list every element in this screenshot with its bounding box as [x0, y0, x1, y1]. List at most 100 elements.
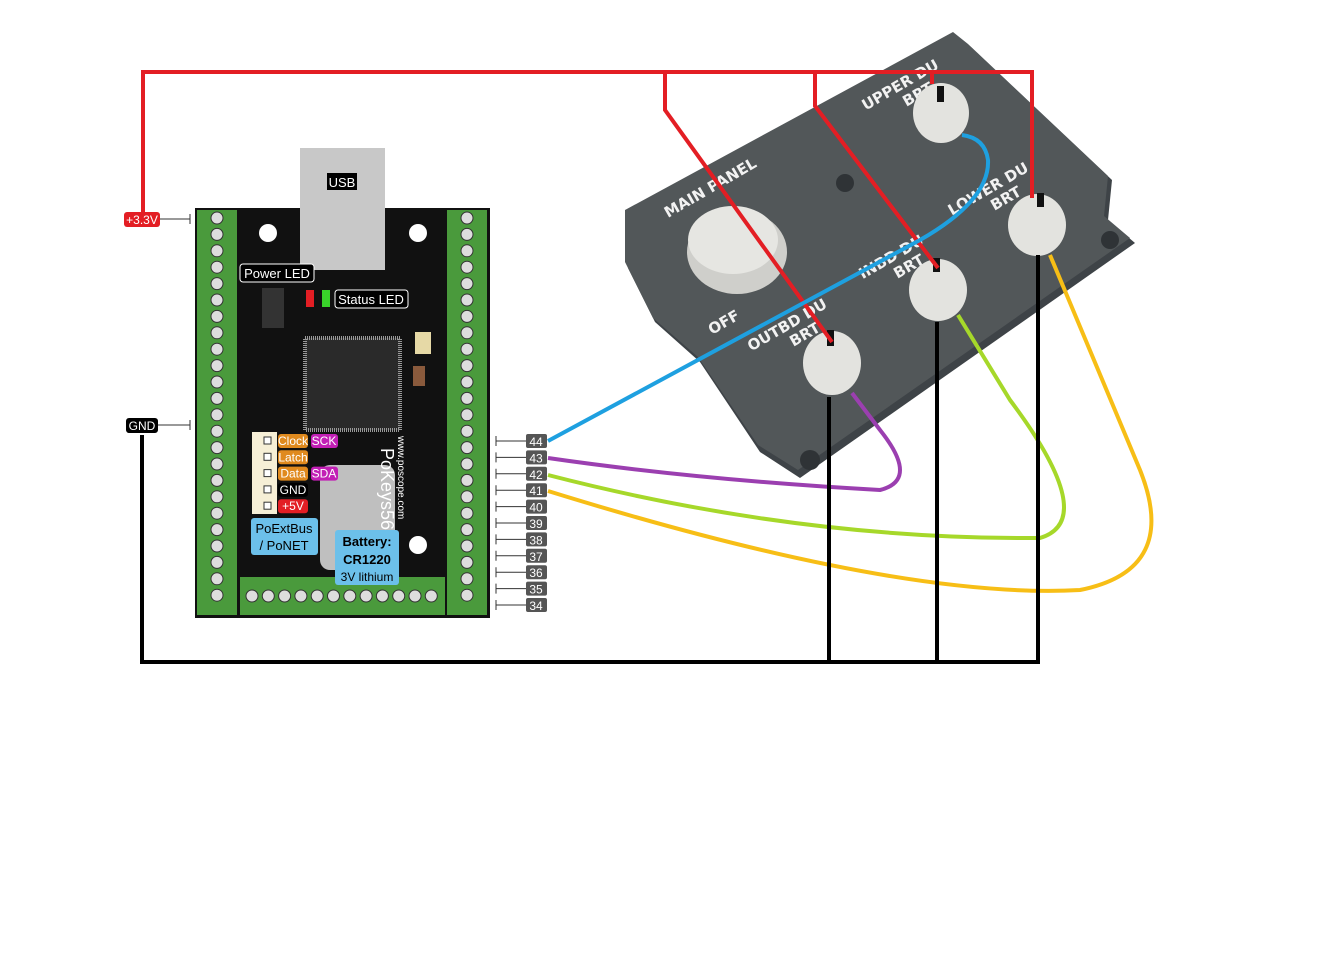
- terminal-screw: [460, 424, 474, 438]
- terminal-screw: [460, 211, 474, 225]
- terminal-screw: [460, 588, 474, 602]
- terminal-screw: [210, 408, 224, 422]
- purple-wire-43: [547, 391, 902, 493]
- poextbus-label: PoExtBus: [255, 521, 313, 536]
- terminal-screw: [460, 490, 474, 504]
- connector-pin-alt-label: SDA: [312, 467, 337, 481]
- red-wire-3v3: [141, 70, 1034, 213]
- terminal-screw: [460, 572, 474, 586]
- terminal-screw: [210, 555, 224, 569]
- terminal-screw: [460, 359, 474, 373]
- terminal-screw: [245, 589, 259, 603]
- terminal-screw: [210, 244, 224, 258]
- terminal-screw: [210, 473, 224, 487]
- connector-pin-alt-label: SCK: [312, 434, 337, 448]
- screw-icon: [836, 174, 854, 192]
- terminal-screw: [460, 277, 474, 291]
- lower-du-knob[interactable]: [1008, 193, 1066, 256]
- board-name: PoKeys56U: [377, 448, 397, 543]
- connector-pin-label: +5V: [282, 499, 304, 513]
- pin-label: 42: [529, 468, 543, 482]
- terminal-screw: [460, 260, 474, 274]
- terminal-screw: [210, 260, 224, 274]
- overhead-panel: MAIN PANEL OFF UPPER DU BRT LOWER DU BRT…: [625, 32, 1135, 478]
- terminal-screw: [210, 572, 224, 586]
- terminal-screw: [460, 441, 474, 455]
- terminal-screw: [210, 523, 224, 537]
- terminal-screw: [210, 539, 224, 553]
- pin-label: 36: [529, 566, 543, 580]
- battery-type: CR1220: [343, 552, 391, 567]
- screw-icon: [1101, 231, 1119, 249]
- terminal-screw: [210, 490, 224, 504]
- terminal-screw: [375, 589, 389, 603]
- board-url: www.poscope.com: [395, 435, 406, 519]
- ponet-label: / PoNET: [259, 538, 308, 553]
- terminal-screw: [460, 473, 474, 487]
- pin-label: 34: [529, 599, 543, 613]
- terminal-screw: [210, 424, 224, 438]
- green-wire-42: [547, 313, 1066, 541]
- status-led: [322, 290, 330, 307]
- terminal-screw: [460, 555, 474, 569]
- terminal-screw: [210, 441, 224, 455]
- battery-label: Battery:: [342, 534, 391, 549]
- upper-du-knob[interactable]: [913, 83, 969, 143]
- pin-label: 37: [529, 550, 543, 564]
- terminal-screw: [261, 589, 275, 603]
- terminal-screw: [460, 293, 474, 307]
- terminal-screw: [424, 589, 438, 603]
- pin-label: 35: [529, 583, 543, 597]
- pin-label: 38: [529, 533, 543, 547]
- terminal-screw: [343, 589, 357, 603]
- terminal-screw: [408, 589, 422, 603]
- terminal-screw: [460, 326, 474, 340]
- terminal-screw: [210, 342, 224, 356]
- terminal-screw: [294, 589, 308, 603]
- red-wire-inbd: [813, 72, 940, 270]
- status-led-label: Status LED: [338, 292, 404, 307]
- yellow-wire-41: [547, 254, 1154, 593]
- terminal-screw: [210, 391, 224, 405]
- terminal-screw: [210, 588, 224, 602]
- red-wire-outbd: [663, 72, 834, 344]
- microcontroller-chip: [303, 336, 402, 432]
- terminal-screw: [460, 342, 474, 356]
- connector-pin-label: Latch: [278, 450, 307, 464]
- terminal-screw: [210, 326, 224, 340]
- terminal-screw: [210, 293, 224, 307]
- usb-connector: [300, 148, 385, 270]
- terminal-screw: [210, 227, 224, 241]
- usb-label: USB: [329, 175, 356, 190]
- terminal-screw: [210, 375, 224, 389]
- terminal-screw: [460, 227, 474, 241]
- terminal-screw: [327, 589, 340, 603]
- connector-pin-label: Data: [280, 467, 306, 481]
- terminal-screw: [210, 309, 224, 323]
- battery-spec: 3V lithium: [341, 570, 394, 584]
- terminal-screw: [460, 506, 474, 520]
- gnd-label: GND: [129, 419, 156, 433]
- screw-icon: [800, 450, 820, 470]
- connector-pin-label: Clock: [278, 434, 309, 448]
- terminal-screw: [460, 457, 474, 471]
- terminal-screw: [460, 309, 474, 323]
- blue-wire-44: [547, 133, 991, 443]
- pin-label: 43: [529, 451, 543, 465]
- pin-label: 44: [529, 435, 543, 449]
- terminal-screw: [210, 457, 224, 471]
- connector-pin-label: GND: [280, 483, 307, 497]
- power-led-label: Power LED: [244, 266, 310, 281]
- terminal-screw: [210, 277, 224, 291]
- main-panel-knob[interactable]: [687, 206, 787, 294]
- terminal-screw: [460, 375, 474, 389]
- pin-label: 39: [529, 517, 543, 531]
- terminal-screw: [359, 589, 373, 603]
- terminal-screw: [310, 589, 324, 603]
- terminal-screw: [210, 506, 224, 520]
- terminal-screw: [210, 211, 224, 225]
- terminal-screw: [210, 359, 224, 373]
- wires: [140, 70, 1154, 664]
- terminal-screw: [460, 244, 474, 258]
